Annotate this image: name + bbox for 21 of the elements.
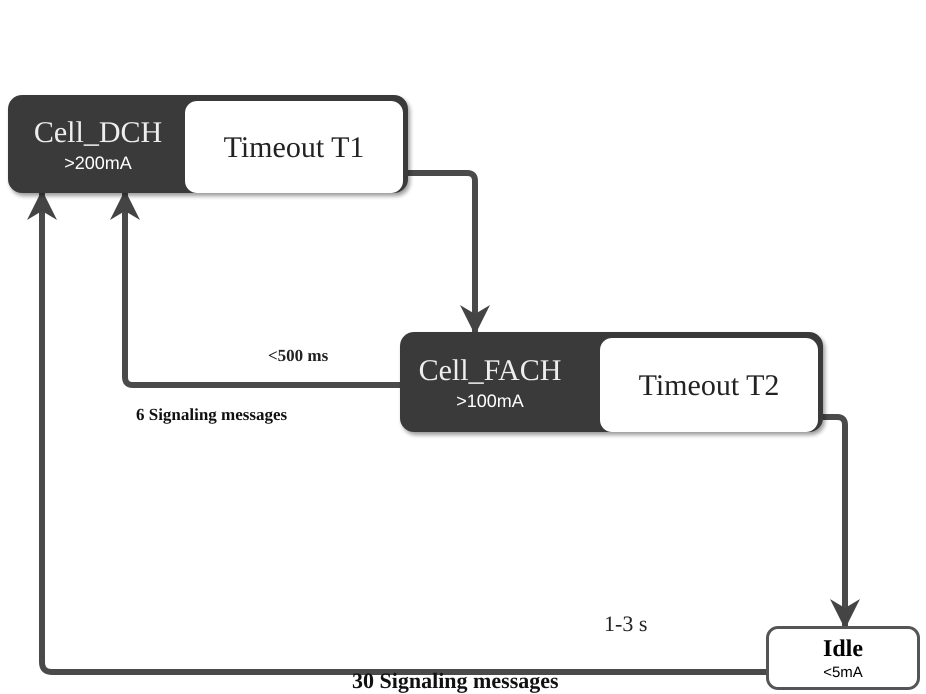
timeout-box (185, 101, 403, 193)
state-box (766, 626, 920, 690)
power-value: >100mA (456, 390, 524, 412)
state-box (400, 332, 823, 432)
state-name: Cell_FACH (418, 353, 562, 389)
arrow (823, 414, 860, 629)
state-name: Cell_DCH (34, 115, 162, 151)
state-box (8, 95, 408, 193)
state-name: Idle (822, 634, 863, 664)
timeout-box (600, 338, 818, 432)
arrow (27, 190, 766, 675)
arrow (110, 190, 400, 388)
note-text: 6 Signaling messages (136, 404, 288, 426)
timeout-text: Timeout T1 (224, 130, 364, 166)
edge-label: <500 ms (268, 345, 328, 367)
power-value: >200mA (64, 152, 132, 174)
timeout-text: Timeout T2 (638, 368, 780, 404)
arrow (408, 170, 490, 335)
power-value: <5mA (823, 664, 863, 682)
note-text: 30 Signaling messages (352, 667, 559, 694)
edge-label: 1-3 s (604, 610, 648, 638)
